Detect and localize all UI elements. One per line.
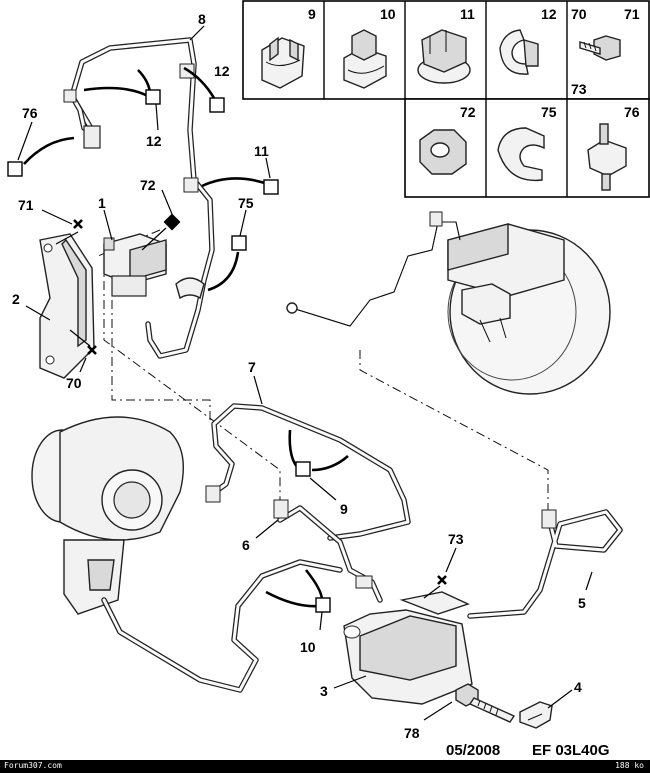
footer-site: Forum307.com — [4, 761, 62, 770]
callout-78: 78 — [404, 725, 420, 741]
callout-9: 9 — [340, 501, 348, 517]
screw-78 — [455, 683, 516, 723]
callout-71: 71 — [18, 197, 34, 213]
callout-76: 76 — [22, 105, 38, 121]
callout-12-center: 12 — [146, 133, 162, 149]
legend-label-72: 72 — [460, 104, 476, 120]
union-76-icon — [587, 123, 627, 191]
vacuum-pipe-7 — [205, 403, 411, 541]
brake-servo-assembly — [447, 223, 611, 395]
clip-12-icon — [499, 29, 539, 75]
legend-label-73: 73 — [571, 81, 587, 97]
vacuum-pipe-6 — [101, 499, 383, 693]
legend-label-75: 75 — [541, 104, 557, 120]
callout-labels: 8 12 12 76 11 72 75 71 1 2 70 7 9 6 73 1… — [12, 11, 586, 741]
callout-5: 5 — [578, 595, 586, 611]
clip-10-icon — [343, 29, 387, 89]
callout-72: 72 — [140, 177, 156, 193]
clip-9-icon — [261, 36, 305, 89]
callout-12-right: 12 — [214, 63, 230, 79]
legend-label-70: 70 — [571, 6, 587, 22]
callout-8: 8 — [198, 11, 206, 27]
vacuum-reservoir — [343, 591, 473, 705]
diagram-date: 05/2008 — [446, 742, 501, 759]
screw-70-71-73-icon — [579, 35, 621, 61]
vacuum-pipe-5 — [467, 509, 623, 619]
legend-label-76: 76 — [624, 104, 640, 120]
callout-70: 70 — [66, 375, 82, 391]
diagram-code: EF 03L40G — [532, 742, 610, 759]
legend-label-11: 11 — [460, 6, 475, 22]
callout-10: 10 — [300, 639, 316, 655]
legend-label-71: 71 — [624, 6, 640, 22]
callout-7: 7 — [248, 359, 256, 375]
clip-11-icon — [417, 29, 471, 84]
callout-6: 6 — [242, 537, 250, 553]
callout-graphics — [7, 25, 593, 721]
callout-11: 11 — [254, 143, 269, 159]
legend-label-10: 10 — [380, 6, 396, 22]
servo-vacuum-pipe — [286, 211, 461, 327]
footer-size: 188 ko — [615, 761, 644, 770]
callout-2: 2 — [12, 291, 20, 307]
bracket — [39, 233, 95, 379]
callout-75: 75 — [238, 195, 254, 211]
diagram-reference: 05/2008 EF 03L40G — [440, 741, 650, 760]
callout-4: 4 — [574, 679, 582, 695]
clip-75-icon — [497, 127, 545, 182]
legend-label-12: 12 — [541, 6, 557, 22]
solenoid-valve — [103, 233, 167, 297]
legend-label-9: 9 — [308, 6, 316, 22]
nut-72-icon — [419, 129, 467, 175]
parts-legend-grid: 9 10 11 12 70 71 73 72 75 76 — [242, 0, 650, 198]
callout-73: 73 — [448, 531, 464, 547]
callout-3: 3 — [320, 683, 328, 699]
turbocharger — [31, 416, 185, 615]
footer-bar — [0, 760, 650, 773]
callout-1: 1 — [98, 195, 106, 211]
clip-bracket-4 — [519, 701, 553, 729]
